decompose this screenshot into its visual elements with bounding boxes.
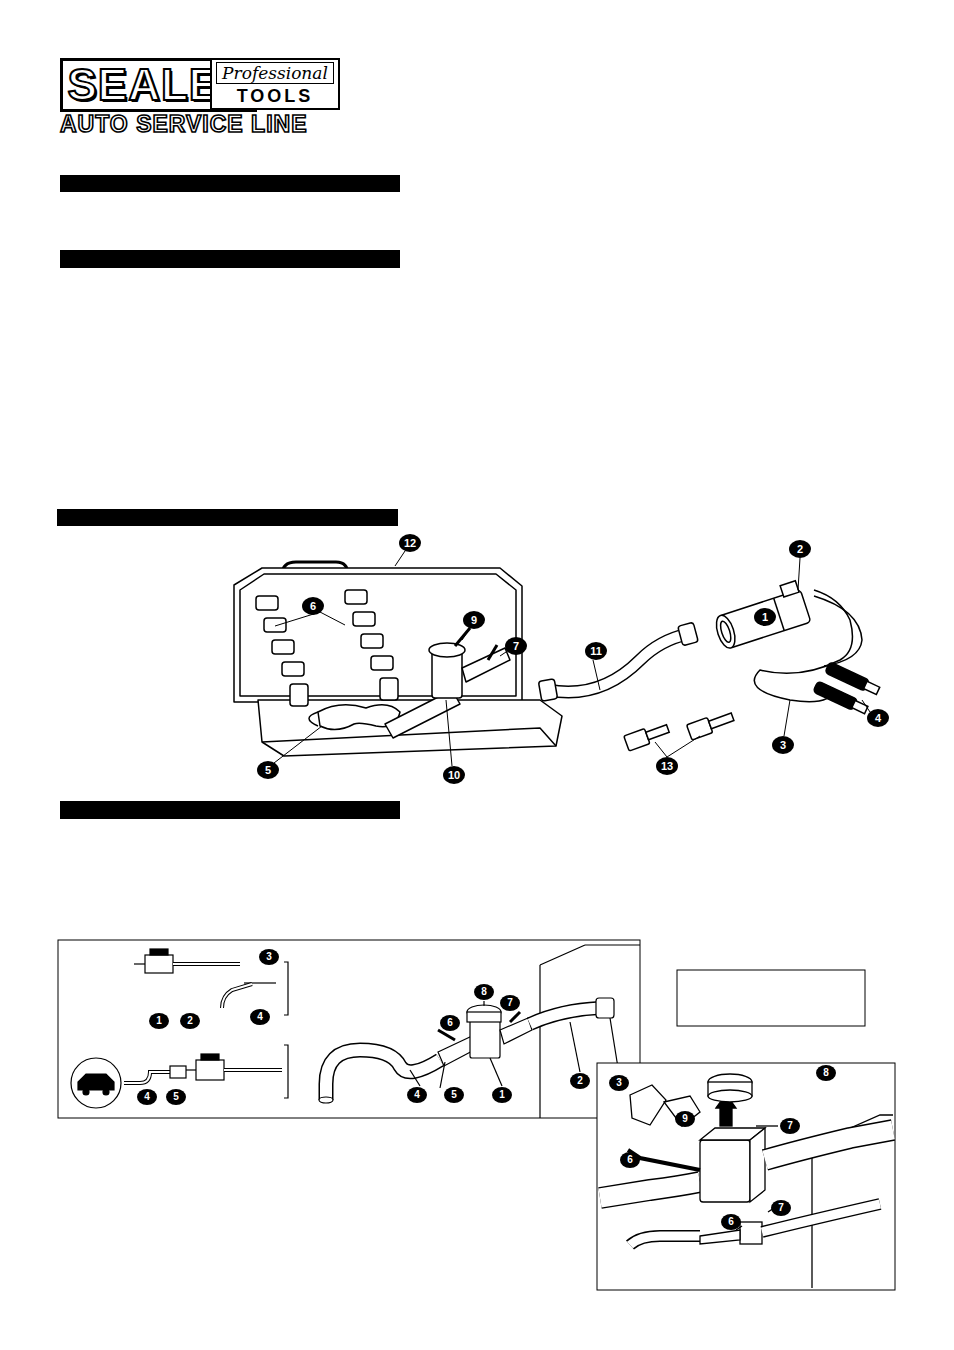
heading-bar (60, 250, 400, 268)
callout-number: 2 (180, 1013, 200, 1029)
heading-bar (60, 801, 400, 819)
panel (58, 940, 640, 1118)
callout-number: 10 (443, 766, 465, 784)
brand-line: AUTO SERVICE LINE (60, 112, 307, 136)
note-box (677, 970, 865, 1026)
logo-text: TOOLS (237, 86, 314, 106)
callout-number: 5 (444, 1087, 464, 1103)
callout-number: 7 (771, 1200, 791, 1216)
installation-view (71, 945, 640, 1118)
inset-view (600, 1074, 893, 1288)
callout-number: 5 (166, 1089, 186, 1105)
callout-number: 6 (620, 1152, 640, 1168)
callout-number: 9 (463, 611, 485, 629)
inspection-lamp (710, 580, 881, 715)
callout-number: 2 (789, 540, 811, 558)
callout-number: 8 (816, 1065, 836, 1081)
callout-number: 8 (474, 984, 494, 1000)
callout-number: 3 (772, 736, 794, 754)
carry-case (234, 562, 562, 756)
callout-number: 7 (505, 637, 527, 655)
callout-number: 9 (675, 1111, 695, 1127)
logo-box: ProfessionalTOOLS (210, 58, 340, 110)
callout-number: 1 (492, 1087, 512, 1103)
callout-number: 6 (302, 597, 324, 615)
hose (548, 634, 688, 692)
heading-bar (57, 509, 398, 526)
logo-text: Professional (216, 62, 334, 84)
callout-number: 12 (399, 534, 421, 552)
heading-bar (60, 175, 400, 192)
callout-number: 4 (867, 709, 889, 727)
callout-number: 11 (585, 642, 607, 660)
hose-fitting (678, 622, 699, 645)
inset-panel (597, 1063, 895, 1290)
callout-number: 4 (250, 1009, 270, 1025)
callout-number: 4 (407, 1087, 427, 1103)
hose (548, 634, 688, 692)
leader-line (274, 551, 870, 766)
callout-number: 4 (137, 1089, 157, 1105)
hose-fitting (538, 679, 557, 701)
callout-number: 7 (780, 1118, 800, 1134)
callout-number: 1 (149, 1013, 169, 1029)
callout-number: 3 (609, 1075, 629, 1091)
callout-number: 6 (721, 1214, 741, 1230)
callout-number: 3 (259, 949, 279, 965)
callout-number: 1 (754, 608, 776, 626)
callout-number: 7 (500, 995, 520, 1011)
adapters (624, 709, 736, 751)
callout-number: 5 (257, 761, 279, 779)
callout-number: 2 (570, 1073, 590, 1089)
callout-number: 13 (656, 757, 678, 775)
callout-number: 6 (440, 1015, 460, 1031)
